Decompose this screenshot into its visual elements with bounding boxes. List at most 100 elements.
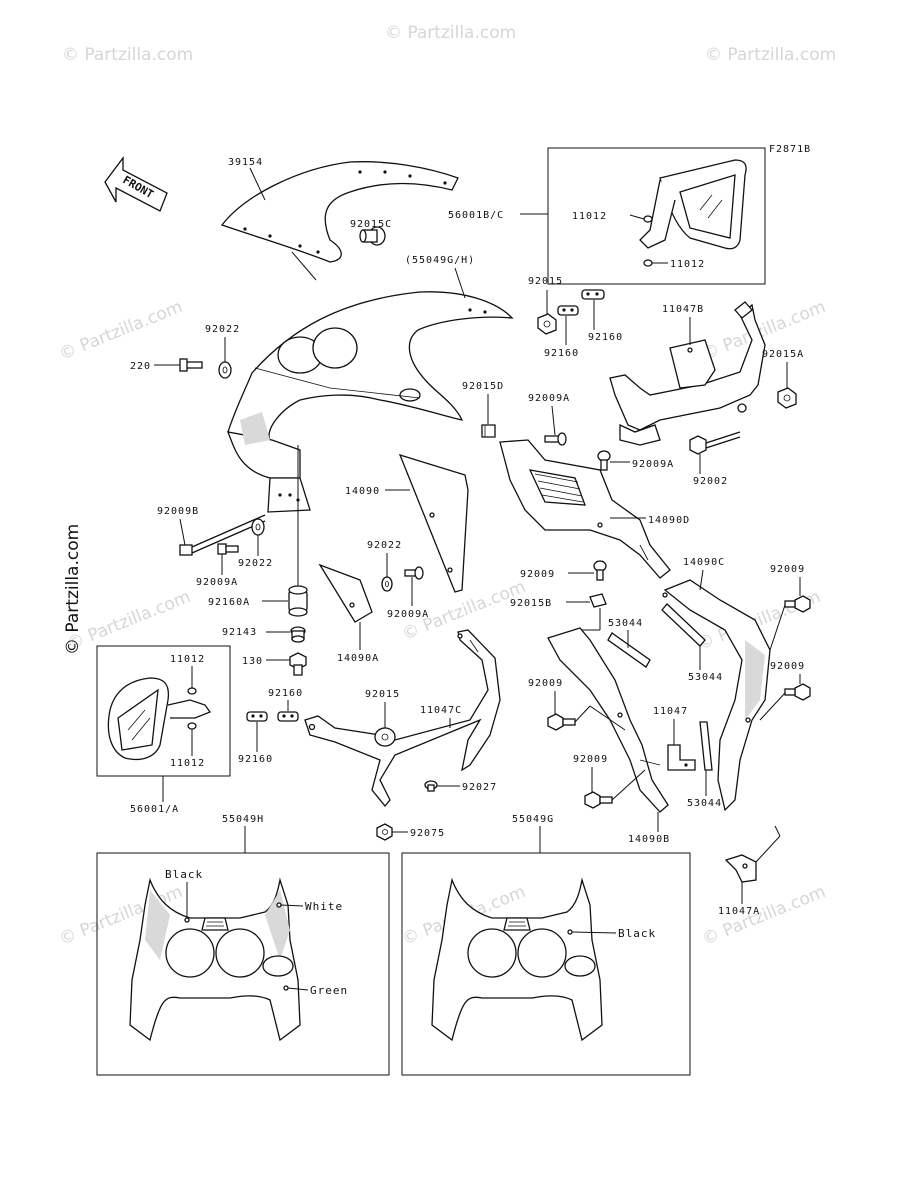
grommet-11012-c	[187, 687, 197, 695]
part-label-56001bc: 56001B/C	[448, 210, 504, 221]
grommet-11012-d	[187, 722, 197, 730]
screw-92009-l1	[547, 713, 576, 731]
part-label-92160-top-b: 92160	[588, 332, 623, 343]
color-label-black-right: Black	[618, 927, 656, 940]
bolt-92002	[689, 431, 741, 455]
part-label-92015d: 92015D	[462, 381, 504, 392]
washer-92022-c	[381, 576, 393, 592]
watermark-text: © Partzilla.com	[385, 23, 516, 43]
bracket-11047a	[724, 825, 781, 883]
part-label-53044-a: 53044	[608, 618, 643, 629]
part-label-220: 220	[130, 361, 151, 372]
part-label-92015-top: 92015	[528, 276, 563, 287]
mirror-left-part	[107, 677, 212, 761]
part-label-11012-a: 11012	[572, 211, 607, 222]
bracket-92160-mid	[277, 711, 299, 722]
part-label-55049g: 55049G	[512, 814, 554, 825]
washer-92022-mid	[251, 518, 265, 536]
part-label-92009-r2: 92009	[770, 564, 805, 575]
grommet-92160a	[288, 585, 308, 617]
part-label-14090: 14090	[345, 486, 380, 497]
screw-92009a-top	[544, 432, 567, 446]
fairing-55049g-part	[431, 877, 603, 1042]
part-label-92022-c: 92022	[367, 540, 402, 551]
panel-14090-part	[398, 453, 469, 593]
part-label-14090c: 14090C	[683, 557, 725, 568]
part-label-11012-c: 11012	[170, 654, 205, 665]
bolt-130	[289, 652, 307, 676]
watermark-text: © Partzilla.com	[64, 587, 193, 655]
part-label-92009-l1: 92009	[528, 678, 563, 689]
lower-cover-14090c-part	[662, 579, 771, 812]
part-label-92022-top: 92022	[205, 324, 240, 335]
part-label-14090d: 14090D	[648, 515, 690, 526]
inner-cover-14090d-part	[499, 439, 671, 579]
lower-cover-14090b-part	[547, 627, 669, 813]
screw-92009-l2	[584, 791, 613, 809]
part-label-92160a: 92160A	[208, 597, 250, 608]
watermark-text: © Partzilla.com	[62, 45, 193, 65]
part-label-92075: 92075	[410, 828, 445, 839]
part-label-92002: 92002	[693, 476, 728, 487]
screw-92009a-left	[217, 543, 239, 555]
part-label-92015b: 92015B	[510, 598, 552, 609]
grommet-92015c	[359, 226, 386, 246]
bracket-92160-low	[246, 711, 268, 722]
part-label-92015a: 92015A	[762, 349, 804, 360]
part-label-92009b: 92009B	[157, 506, 199, 517]
upper-fairing-part	[226, 291, 514, 513]
mirror-box-bc	[547, 147, 766, 285]
screw-220	[179, 358, 203, 372]
part-label-92009-r1: 92009	[520, 569, 555, 580]
part-label-56001a: 56001/A	[130, 804, 179, 815]
part-label-11047c: 11047C	[420, 705, 462, 716]
color-box-55049h	[96, 852, 390, 1076]
part-label-53044-b: 53044	[688, 672, 723, 683]
part-label-92009a-c: 92009A	[387, 609, 429, 620]
windshield-part	[220, 161, 459, 281]
part-label-92009a-left: 92009A	[196, 577, 238, 588]
part-label-92015-mid: 92015	[365, 689, 400, 700]
color-label-green: Green	[310, 984, 348, 997]
part-label-11047b: 11047B	[662, 304, 704, 315]
figure-code: F2871B	[769, 144, 811, 155]
watermark-text: © Partzilla.com	[56, 297, 185, 365]
grommet-11012-b	[643, 259, 653, 267]
grommet-11012-a	[643, 215, 653, 223]
clip-92015b	[589, 593, 607, 608]
part-label-92143: 92143	[222, 627, 257, 638]
part-label-14090b: 14090B	[628, 834, 670, 845]
color-label-white: White	[305, 900, 343, 913]
front-arrow-icon: FRONT	[104, 156, 168, 212]
part-label-92009a-mid: 92009A	[632, 459, 674, 470]
strip-53044-a	[607, 632, 651, 668]
grommet-92015-mid	[374, 727, 396, 747]
color-label-black-left: Black	[165, 868, 203, 881]
part-label-92027: 92027	[462, 782, 497, 793]
part-label-92009-l2: 92009	[573, 754, 608, 765]
fairing-55049h-part	[129, 877, 301, 1042]
clip-92015d	[481, 424, 496, 438]
part-label-11047: 11047	[653, 706, 688, 717]
bracket-92160-top-a	[557, 305, 579, 316]
stay-11047c-part	[304, 629, 501, 808]
part-label-14090a: 14090A	[337, 653, 379, 664]
strip-53044-c	[699, 721, 713, 771]
screw-92009a-c	[404, 566, 424, 580]
part-label-11012-b: 11012	[670, 259, 705, 270]
stay-11047b-part	[609, 301, 766, 446]
screw-92009-r1	[593, 560, 607, 581]
part-label-55049h: 55049H	[222, 814, 264, 825]
screw-92009-r2	[784, 595, 811, 613]
screw-92009a-mid	[597, 450, 611, 471]
part-label-55049gh: (55049G/H)	[405, 255, 475, 266]
mirror-right-part	[639, 159, 747, 250]
part-label-39154: 39154	[228, 157, 263, 168]
part-label-92160-low: 92160	[238, 754, 273, 765]
part-label-11012-d: 11012	[170, 758, 205, 769]
part-label-92009a-top: 92009A	[528, 393, 570, 404]
part-label-130: 130	[242, 656, 263, 667]
panel-14090a-part	[318, 563, 373, 623]
part-label-92160-top-a: 92160	[544, 348, 579, 359]
